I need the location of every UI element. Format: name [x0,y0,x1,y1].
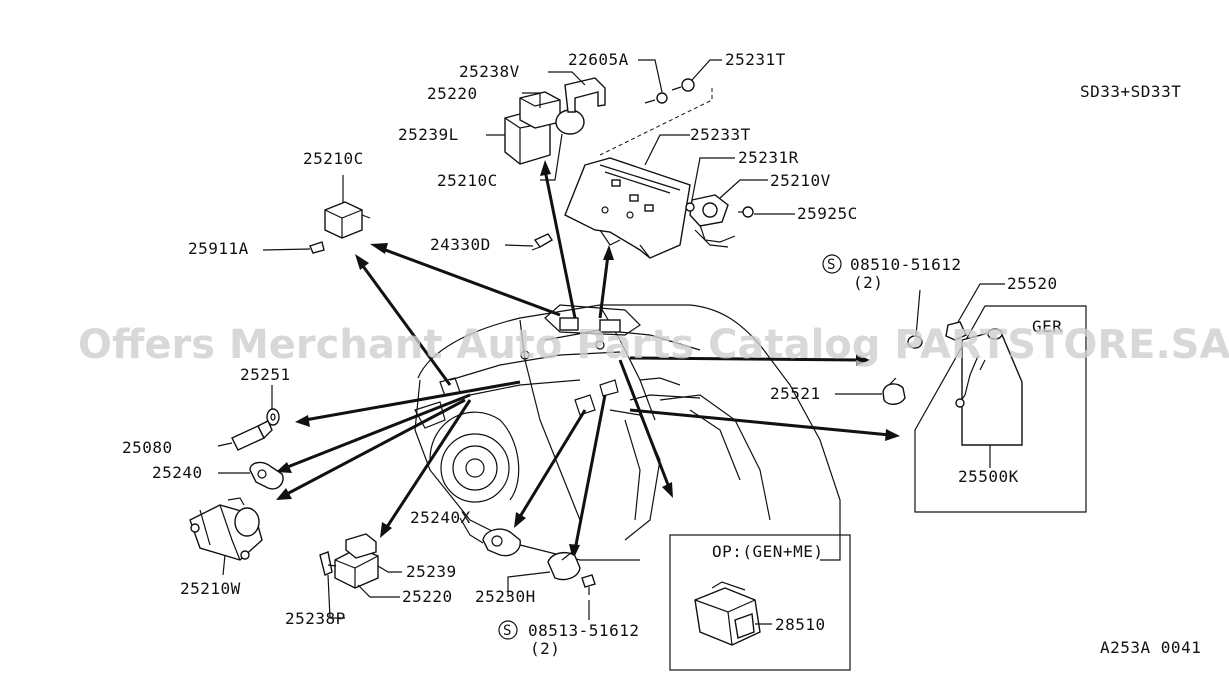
left-parts [189,201,371,561]
watermark: Offers Merchant Auto Parts Catalog PARTS… [78,322,1229,368]
label-25500k: 25500K [958,467,1019,486]
label-25238p: 25238P [285,609,346,628]
label-08513: 08513-51612 [528,621,639,640]
label-25231t: 25231T [725,50,786,69]
s-symbol-circle-top [822,254,842,274]
s-symbol-bottom: S [503,623,511,639]
op-box-title: OP:(GEN+ME) [712,542,823,561]
label-25925c: 25925C [797,204,858,223]
assembly-arrows [276,160,900,560]
s-symbol-top: S [827,257,835,273]
label-25210c-left: 25210C [303,149,364,168]
label-28510: 28510 [775,615,826,634]
label-25231r: 25231R [738,148,799,167]
label-25210w: 25210W [180,579,241,598]
label-25210c-top: 25210C [437,171,498,190]
label-25238v: 25238V [459,62,520,81]
label-25239l: 25239L [398,125,459,144]
label-08513-qty: (2) [530,639,560,658]
label-25233t: 25233T [690,125,751,144]
model-code: SD33+SD33T [1080,82,1181,101]
bottom-parts [319,528,596,595]
label-08510: 08510-51612 [850,255,961,274]
label-25230h: 25230H [475,587,536,606]
label-25210v: 25210V [770,171,831,190]
relay-cluster-top [504,77,754,259]
ger-box-parts [882,305,1087,513]
ger-box-title: GER [1032,317,1062,336]
label-25240: 25240 [152,463,203,482]
label-25239: 25239 [406,562,457,581]
label-25220-bottom: 25220 [402,587,453,606]
label-25080: 25080 [122,438,173,457]
label-25521: 25521 [770,384,821,403]
label-25220-top: 25220 [427,84,478,103]
part-labels: SD33+SD33T 25238V 22605A 25231T 25220 25… [122,50,1201,658]
label-25251: 25251 [240,365,291,384]
label-22605a: 22605A [568,50,629,69]
label-25520: 25520 [1007,274,1058,293]
label-08510-qty: (2) [853,273,883,292]
label-24330d: 24330D [430,235,491,254]
s-symbol-circle-bottom [498,620,518,640]
op-box [669,534,851,671]
label-25240x: 25240X [410,508,471,527]
label-25911a: 25911A [188,239,249,258]
drawing-id: A253A 0041 [1100,638,1201,657]
leader-lines [218,59,1005,625]
